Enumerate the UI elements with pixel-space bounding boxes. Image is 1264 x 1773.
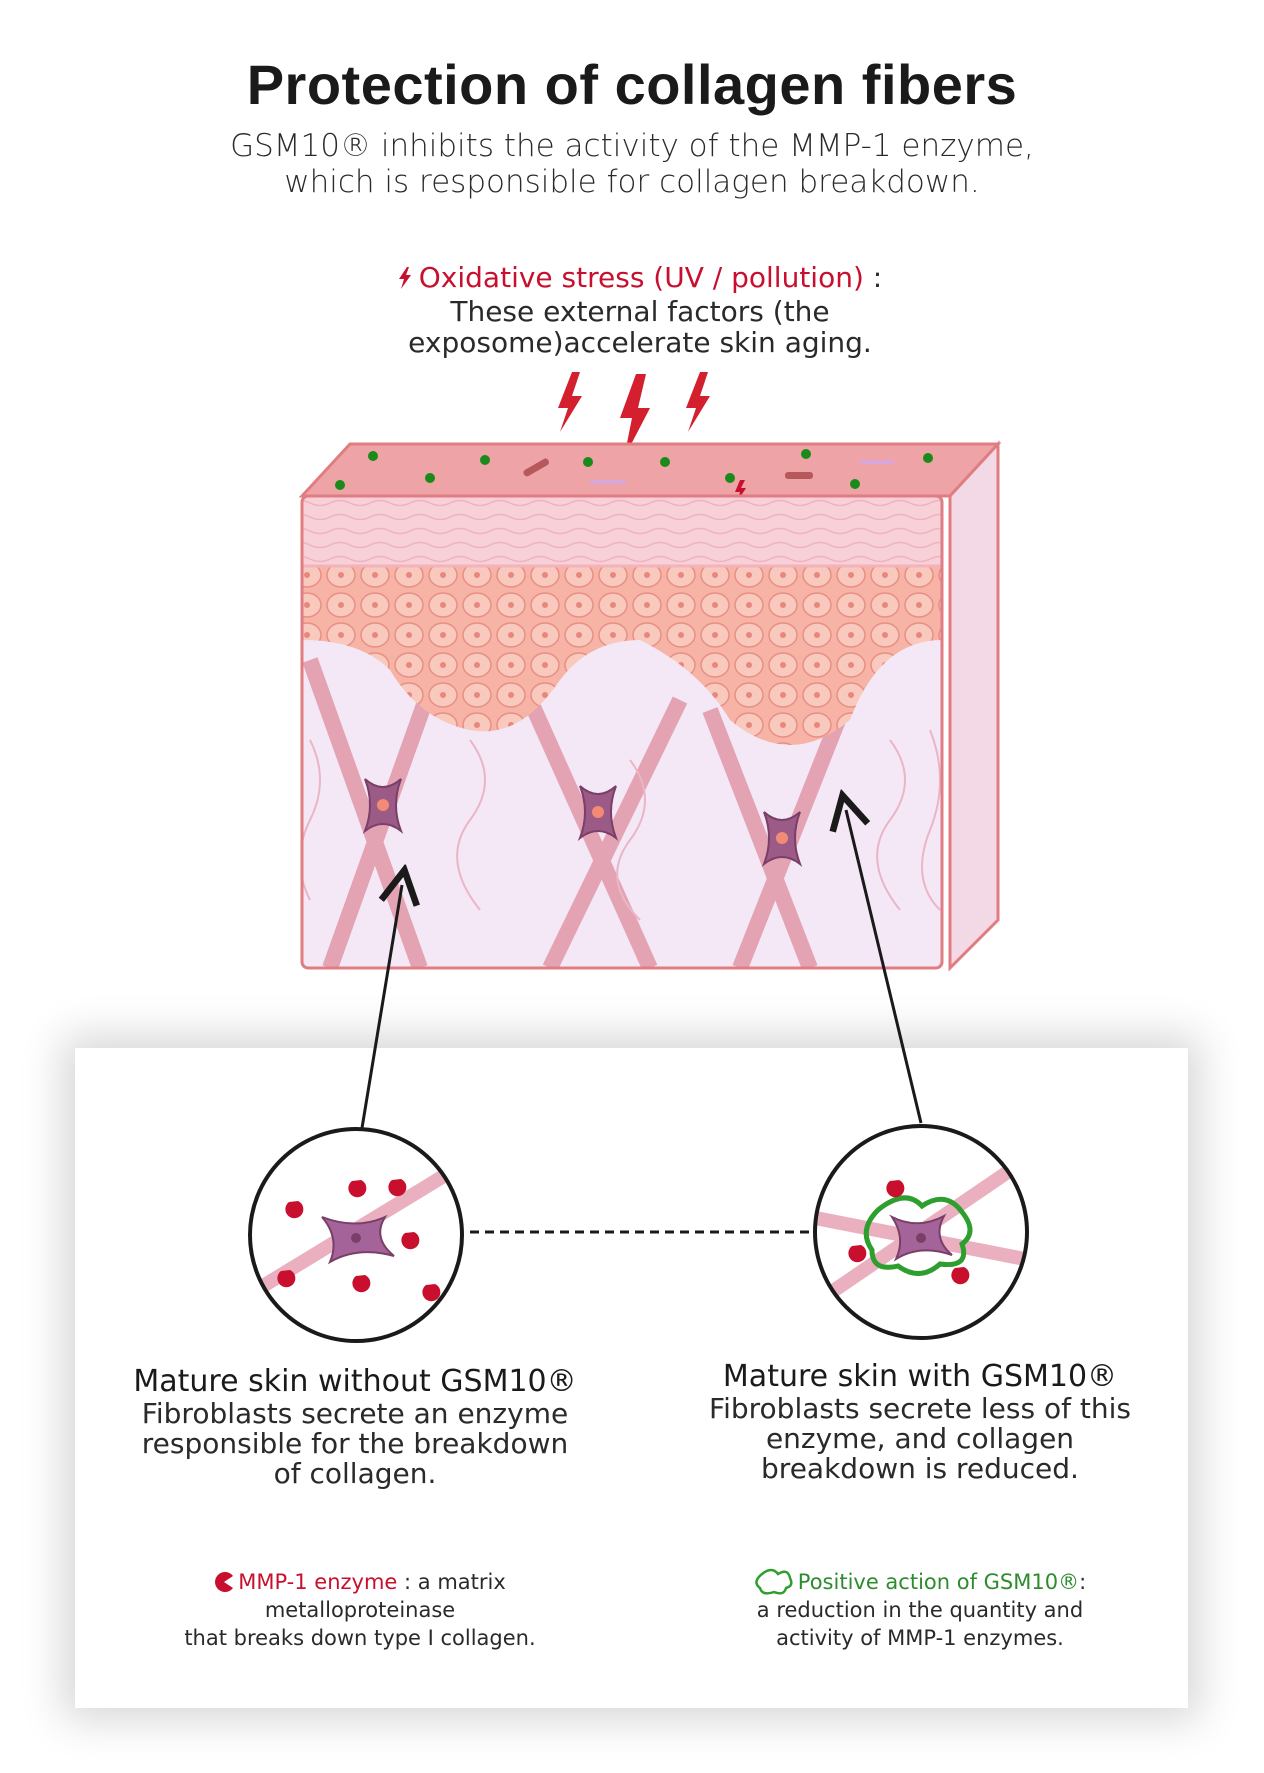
enzyme-icon [848, 1180, 970, 1285]
mmp1-legend-rest: : a matrix [397, 1570, 506, 1594]
lightning-icon [558, 372, 582, 432]
skin-side-face [948, 440, 1000, 972]
left-panel-line-3: of collagen. [273, 1457, 437, 1490]
pollution-particles [335, 449, 933, 502]
stress-line-1: These external factors (the [450, 295, 830, 328]
enzyme-icon [277, 1179, 441, 1302]
enzyme-icon [215, 1572, 234, 1592]
subtitle-line-1: GSM10® inhibits the activity of the MMP-… [230, 128, 1034, 164]
stress-line-2: exposome)accelerate skin aging. [408, 326, 872, 359]
protection-shield-icon [755, 1568, 793, 1595]
arrow-left [360, 885, 402, 1129]
subtitle-line-2: which is responsible for collagen breakd… [284, 164, 980, 200]
protection-shield-icon [863, 1195, 973, 1276]
lightning-bolts [558, 372, 710, 458]
oxidative-stress-colon: : [863, 261, 883, 294]
lightning-icon [686, 372, 710, 432]
lightning-icon [620, 374, 650, 458]
zoom-circle-without-gsm10 [248, 1127, 464, 1343]
mmp1-legend-line-3: that breaks down type I collagen. [184, 1626, 536, 1650]
zoom-circle-with-gsm10 [813, 1124, 1029, 1340]
gsm10-legend-rest: : [1079, 1570, 1087, 1594]
page-title: Protection of collagen fibers [246, 53, 1018, 116]
right-panel-line-1: Fibroblasts secrete less of this [709, 1392, 1131, 1425]
oxidative-stress-label: Oxidative stress (UV / pollution) [418, 261, 864, 294]
gsm10-legend-line-3: activity of MMP-1 enzymes. [776, 1626, 1064, 1650]
right-panel-text: Mature skin with GSM10® Fibroblasts secr… [680, 1360, 1160, 1484]
fibroblast-cells [362, 778, 803, 867]
arrow-right [846, 810, 923, 1124]
gsm10-legend-label: Positive action of GSM10® [797, 1570, 1080, 1594]
mmp1-legend: MMP-1 enzyme : a matrix metalloproteinas… [140, 1568, 580, 1652]
right-panel-line-3: breakdown is reduced. [761, 1452, 1079, 1485]
gsm10-legend-line-2: a reduction in the quantity and [756, 1598, 1084, 1622]
left-panel-line-1: Fibroblasts secrete an enzyme [141, 1397, 569, 1430]
gsm10-legend: Positive action of GSM10®: a reduction i… [700, 1568, 1140, 1652]
mmp1-legend-line-2: metalloproteinase [264, 1598, 456, 1622]
lightning-icon [398, 267, 419, 293]
comparison-card [75, 1048, 1188, 1708]
right-panel-line-2: enzyme, and collagen [765, 1422, 1075, 1455]
left-panel-text: Mature skin without GSM10® Fibroblasts s… [90, 1365, 620, 1489]
mmp1-legend-label: MMP-1 enzyme [238, 1570, 398, 1594]
left-panel-title: Mature skin without GSM10® [133, 1364, 577, 1399]
right-panel-title: Mature skin with GSM10® [722, 1359, 1118, 1394]
subtitle: GSM10® inhibits the activity of the MMP-… [0, 128, 1264, 200]
left-panel-line-2: responsible for the breakdown [141, 1427, 569, 1460]
oxidative-stress-caption: Oxidative stress (UV / pollution) : Thes… [300, 262, 980, 358]
